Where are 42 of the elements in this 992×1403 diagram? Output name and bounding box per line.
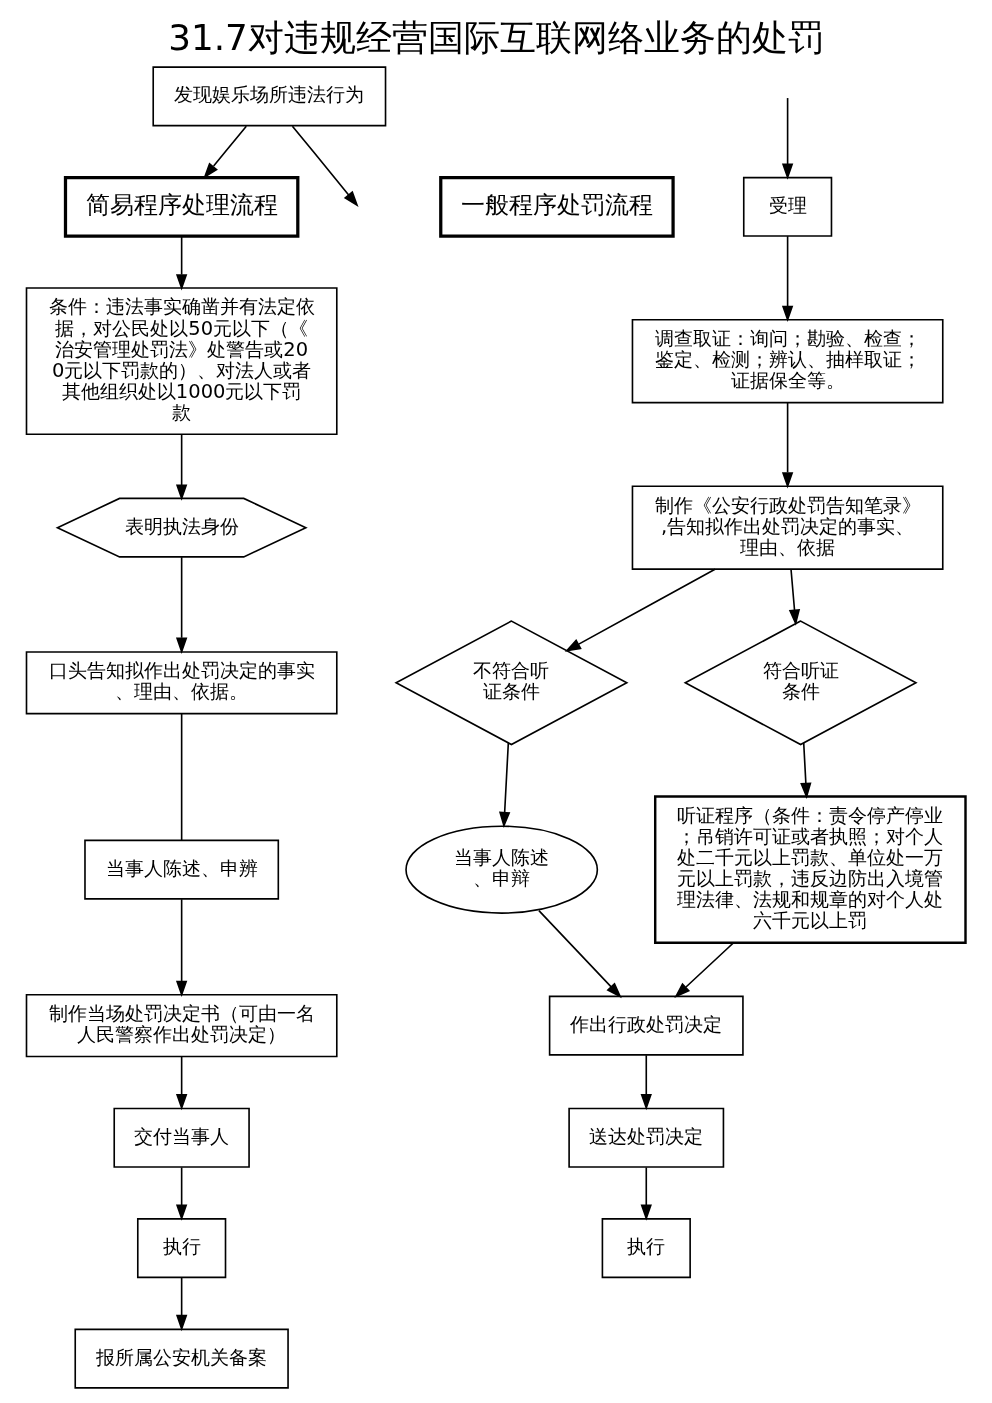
node-box: 作出行政处罚决定 [548,995,744,1056]
arrow [175,1277,188,1332]
node-box: 一般程序处罚流程 [439,175,675,238]
node-box: 执行 [601,1218,691,1279]
arrow [800,742,812,799]
node-box: 口头告知拟作出处罚决定的事实、理由、依据。 [25,651,338,715]
node-box: 听证程序（条件：责令停产停业；吊销许可证或者执照；对个人处二千元以上罚款、单位处一万元以上罚款，违反边防出入境管理法律、法规和规章的对个人处六千元以上罚 [654,795,967,944]
arrow [175,1166,188,1221]
node-box: 制作当场处罚决定书（可由一名人民警察作出处罚决定） [25,993,338,1058]
arrow [788,568,801,626]
diagram-title: 31.7对违规经营国际互联网络业务的处罚 [168,17,824,59]
arrow [175,235,188,291]
arrow [175,556,188,654]
arrow [781,401,794,489]
arrow [640,1054,652,1111]
arrow [499,742,511,829]
node-box: 发现娱乐场所违法行为 [152,66,387,127]
node-box: 当事人陈述、申辨 [84,839,280,900]
node-box: 执行 [136,1218,227,1279]
arrow [640,1166,652,1221]
connector [180,713,183,842]
arrow [175,1056,188,1111]
arrow [203,125,248,179]
arrow [674,942,734,998]
arrow [781,235,794,322]
arrow [175,433,188,501]
arrow [564,568,716,652]
node-ellipse: 当事人陈述、申辩 [405,825,599,914]
node-box: 调查取证：询问；勘验、检查；鉴定、检测；辨认、抽样取证；证据保全等。 [631,318,944,404]
arrow [781,97,794,180]
node-box: 受理 [742,176,833,237]
node-box: 条件：违法事实确凿并有法定依据，对公民处以50元以下（《治安管理处罚法》处警告或200元以下罚款的）、对法人或者其他组织处以1000元以下罚款 [25,287,338,436]
arrow [538,909,622,999]
node-diamond: 符合听证条件 [683,620,918,746]
node-box: 交付当事人 [113,1107,250,1168]
node-box: 送达处罚决定 [568,1107,725,1168]
arrow [291,125,359,207]
node-box: 制作《公安行政处罚告知笔录》,告知拟作出处罚决定的事实、理由、依据 [631,485,944,570]
node-box: 报所属公安机关备案 [74,1328,289,1389]
arrow [175,898,188,998]
node-box: 简易程序处理流程 [63,175,300,238]
node-diamond: 不符合听证条件 [394,620,629,746]
